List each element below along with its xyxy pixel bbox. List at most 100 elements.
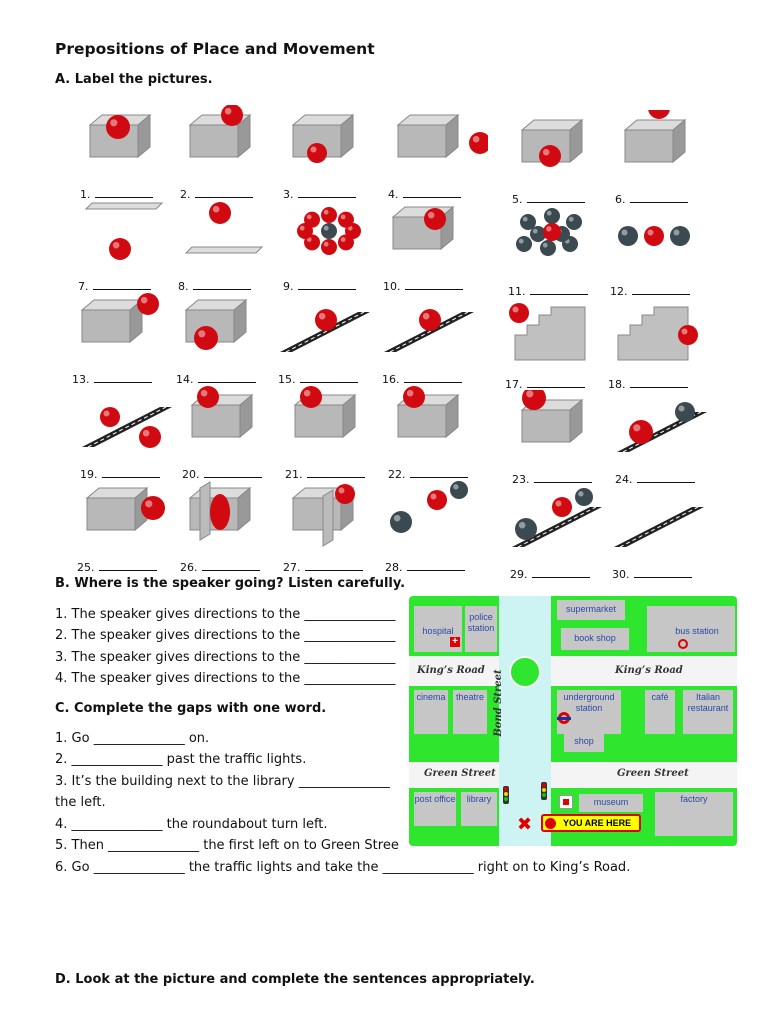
preposition-illustration bbox=[520, 390, 584, 444]
answer-blank[interactable] bbox=[629, 192, 688, 203]
kings-road-label-left: King’s Road bbox=[417, 665, 485, 676]
theatre-building: theatre bbox=[453, 690, 487, 734]
museum-building: museum bbox=[579, 794, 643, 812]
answer-blank[interactable] bbox=[299, 372, 358, 383]
museum-icon bbox=[559, 795, 573, 809]
picture-number: 5. bbox=[512, 193, 523, 206]
post-office-building: post office bbox=[414, 792, 456, 826]
italian-restaurant-building: Italian restaurant bbox=[683, 690, 733, 734]
section-b-heading: B. Where is the speaker going? Listen ca… bbox=[55, 576, 406, 591]
answer-blank[interactable] bbox=[531, 567, 590, 578]
answer-blank[interactable] bbox=[633, 567, 692, 578]
answer-blank[interactable] bbox=[194, 187, 253, 198]
answer-blank[interactable] bbox=[192, 279, 251, 290]
answer-blank[interactable] bbox=[406, 560, 465, 571]
picture-5: 5. bbox=[512, 110, 610, 206]
location-pin-icon bbox=[545, 818, 556, 829]
picture-label-13: 13. bbox=[72, 372, 152, 386]
preposition-illustration bbox=[396, 113, 488, 159]
answer-blank[interactable] bbox=[297, 187, 356, 198]
preposition-illustration bbox=[293, 386, 357, 439]
picture-label-20: 20. bbox=[182, 467, 262, 481]
preposition-illustration bbox=[617, 402, 707, 453]
picture-number: 14. bbox=[176, 373, 194, 386]
answer-blank[interactable] bbox=[297, 279, 356, 290]
answer-blank[interactable] bbox=[631, 284, 690, 295]
answer-blank[interactable] bbox=[629, 377, 688, 388]
section-b-line-2: 2. The speaker gives directions to the _… bbox=[55, 628, 396, 643]
picture-number: 16. bbox=[382, 373, 400, 386]
section-c-line-2: 2. ______________ past the traffic light… bbox=[55, 752, 307, 767]
picture-25: 25. bbox=[77, 478, 175, 574]
answer-blank[interactable] bbox=[304, 560, 363, 571]
preposition-illustration bbox=[512, 488, 602, 548]
police-station-building: police station bbox=[465, 606, 497, 652]
picture-number: 27. bbox=[283, 561, 301, 574]
picture-7: 7. bbox=[78, 197, 176, 293]
preposition-illustration bbox=[184, 298, 248, 350]
section-b-line-1: 1. The speaker gives directions to the _… bbox=[55, 607, 396, 622]
answer-blank[interactable] bbox=[636, 472, 695, 483]
picture-label-26: 26. bbox=[180, 560, 260, 574]
picture-number: 8. bbox=[178, 280, 189, 293]
answer-blank[interactable] bbox=[98, 560, 157, 571]
picture-label-15: 15. bbox=[278, 372, 358, 386]
picture-number: 11. bbox=[508, 285, 526, 298]
preposition-illustration bbox=[188, 481, 252, 541]
preposition-illustration bbox=[291, 484, 355, 547]
picture-label-24: 24. bbox=[615, 472, 695, 486]
section-a-heading: A. Label the pictures. bbox=[55, 72, 213, 87]
hospital-label: hospital bbox=[422, 626, 454, 636]
answer-blank[interactable] bbox=[93, 372, 152, 383]
answer-blank[interactable] bbox=[94, 187, 153, 198]
picture-label-21: 21. bbox=[285, 467, 365, 481]
picture-label-6: 6. bbox=[615, 192, 688, 206]
preposition-illustration bbox=[520, 118, 584, 167]
preposition-illustration bbox=[291, 113, 355, 163]
answer-blank[interactable] bbox=[529, 284, 588, 295]
answer-blank[interactable] bbox=[404, 279, 463, 290]
bus-station-label: bus station bbox=[675, 626, 719, 636]
green-street-label-right: Green Street bbox=[617, 768, 689, 779]
answer-blank[interactable] bbox=[92, 279, 151, 290]
preposition-illustration bbox=[297, 207, 361, 255]
cinema-building: cinema bbox=[414, 690, 448, 734]
town-map: King’s Road King’s Road Green Street Gre… bbox=[409, 596, 737, 846]
answer-blank[interactable] bbox=[197, 372, 256, 383]
answer-blank[interactable] bbox=[203, 467, 262, 478]
answer-blank[interactable] bbox=[101, 467, 160, 478]
picture-1: 1. bbox=[80, 105, 178, 201]
bus-station-building: bus station bbox=[647, 606, 735, 652]
answer-blank[interactable] bbox=[409, 467, 468, 478]
shop-building: shop bbox=[564, 732, 604, 752]
answer-blank[interactable] bbox=[403, 372, 462, 383]
section-b-line-3: 3. The speaker gives directions to the _… bbox=[55, 650, 396, 665]
picture-number: 30. bbox=[612, 568, 630, 581]
bond-street-label: Bond Street bbox=[493, 669, 504, 737]
picture-number: 28. bbox=[385, 561, 403, 574]
picture-17: 17. bbox=[505, 295, 603, 391]
answer-blank[interactable] bbox=[526, 377, 585, 388]
picture-label-14: 14. bbox=[176, 372, 256, 386]
picture-9: 9. bbox=[283, 197, 381, 293]
picture-18: 18. bbox=[608, 295, 706, 391]
preposition-illustration bbox=[80, 293, 159, 344]
answer-blank[interactable] bbox=[402, 187, 461, 198]
answer-blank[interactable] bbox=[526, 192, 585, 203]
picture-21: 21. bbox=[285, 385, 383, 481]
preposition-illustration bbox=[614, 506, 704, 548]
picture-22: 22. bbox=[388, 385, 486, 481]
picture-number: 18. bbox=[608, 378, 626, 391]
answer-blank[interactable] bbox=[201, 560, 260, 571]
picture-11: 11. bbox=[508, 202, 606, 298]
preposition-illustration bbox=[85, 486, 165, 532]
you-are-here-label: YOU ARE HERE bbox=[563, 818, 632, 828]
picture-label-25: 25. bbox=[77, 560, 157, 574]
picture-number: 26. bbox=[180, 561, 198, 574]
answer-blank[interactable] bbox=[306, 467, 365, 478]
underground-station-building: underground station bbox=[557, 690, 621, 734]
answer-blank[interactable] bbox=[533, 472, 592, 483]
picture-number: 20. bbox=[182, 468, 200, 481]
library-building: library bbox=[461, 792, 497, 826]
picture-label-22: 22. bbox=[388, 467, 468, 481]
